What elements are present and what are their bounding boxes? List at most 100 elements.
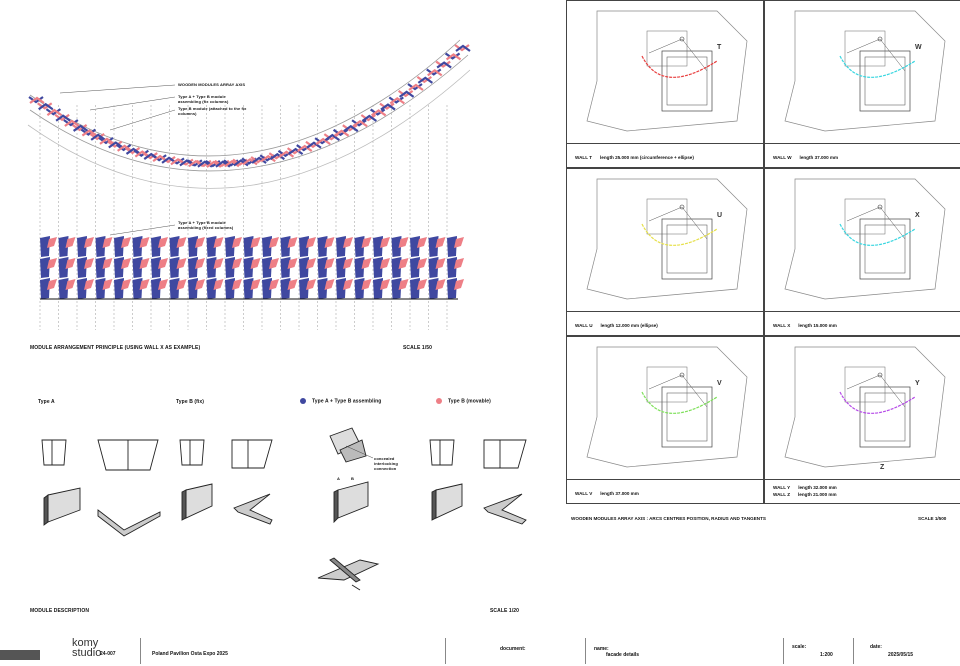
elevation-module-pink: [435, 237, 446, 248]
elevation-module-pink: [269, 279, 279, 290]
elevation-module-pink: [158, 279, 168, 290]
elevation-module-blue: [373, 278, 383, 299]
elevation-module-blue: [299, 236, 309, 257]
wall-length: length 21.000 mm: [798, 492, 837, 497]
elevation-module-blue: [280, 236, 291, 257]
elevation-module-blue: [299, 257, 309, 278]
callout-b-attached: Type B module (attached to the fix colum…: [178, 106, 247, 116]
elevation-module-blue: [225, 257, 235, 278]
elevation-module-blue: [280, 257, 291, 278]
array-module: [397, 89, 415, 98]
elevation-module-blue: [428, 278, 439, 299]
elevation-module-pink: [232, 279, 242, 290]
elevation-module-blue: [317, 236, 328, 257]
radius-line: [648, 206, 683, 222]
elevation-module-pink: [84, 279, 94, 290]
elevation-module-pink: [195, 258, 205, 269]
elevation-module-pink: [102, 237, 113, 248]
elevation-module-pink: [176, 258, 187, 269]
elevation-module-blue: [151, 257, 161, 278]
project-number: 24-007: [100, 651, 116, 657]
logo-line2: studio: [72, 647, 102, 659]
elevation-module-blue: [299, 278, 309, 299]
type-bm-text: Type B (movable): [448, 398, 491, 405]
array-module: [45, 108, 63, 117]
elevation-module-pink: [287, 237, 298, 248]
wall-plan: V: [586, 346, 748, 468]
arrangement-scale: SCALE 1/50: [403, 345, 433, 351]
blue-dot-icon: [300, 398, 306, 404]
divider: [585, 638, 586, 664]
wall-caption: WALL W length 37.000 mm: [773, 155, 838, 160]
elevation-module-blue: [169, 278, 180, 299]
wall-length: length 37.000 mm: [600, 491, 639, 496]
description-title: MODULE DESCRIPTION: [30, 608, 90, 614]
elevation-module-pink: [361, 258, 372, 269]
elevation-module-pink: [47, 258, 57, 269]
elevation-module-blue: [188, 278, 198, 299]
panel-divider: [765, 311, 960, 312]
module-drawings: [41, 427, 527, 591]
module-zone: [646, 198, 688, 235]
elevation-module-pink: [250, 258, 261, 269]
radius-line: [648, 374, 683, 390]
elevation-module-blue: [410, 257, 420, 278]
array-module: [351, 119, 368, 128]
elevation-module-pink: [417, 258, 427, 269]
logo-line1: komy: [72, 637, 99, 649]
elevation-module-blue: [354, 236, 365, 257]
elevation-module-blue: [336, 278, 346, 299]
arc-centre: [877, 36, 883, 42]
interlock-annotation: concealed interlocking connection: [374, 456, 398, 471]
elevation-module-blue: [95, 278, 106, 299]
elevation-module-pink: [102, 258, 113, 269]
radius-line: [879, 374, 906, 408]
panel-divider: [765, 479, 960, 480]
elevation-module-blue: [262, 278, 272, 299]
elevation-module-pink: [454, 237, 464, 248]
wall-arc: [839, 55, 916, 78]
elevation-module-blue: [58, 257, 69, 278]
wall-name: WALL V: [575, 491, 593, 496]
radius-line: [846, 38, 881, 54]
date-value: 2025/05/15: [888, 652, 914, 658]
elevation-module-blue: [373, 236, 383, 257]
wall-arc: [839, 223, 916, 246]
elevation-module-pink: [47, 279, 57, 290]
elevation-module-blue: [206, 257, 217, 278]
elevation-module-blue: [262, 257, 272, 278]
wall-name: WALL W: [773, 155, 792, 160]
elevation-module-blue: [428, 257, 439, 278]
elevation-module-blue: [373, 257, 383, 278]
callout-ab-fix: Type A + Type B module assembling (fix c…: [178, 94, 229, 104]
elevation-module-blue: [206, 236, 217, 257]
elevation-module-pink: [65, 258, 76, 269]
array-module: [426, 68, 443, 77]
elevation-module-blue: [243, 257, 254, 278]
elevation-module-blue: [447, 257, 457, 278]
description-scale: SCALE 1/20: [490, 608, 520, 614]
elevation-module-pink: [454, 258, 464, 269]
elevation-module-pink: [380, 237, 390, 248]
wall-length: length 25.000 mm (circumference + ellips…: [600, 155, 694, 160]
elevation-module-pink: [454, 279, 464, 290]
elevation-module-blue: [169, 236, 180, 257]
wall-name: WALL U: [575, 323, 593, 328]
array-module: [37, 102, 54, 111]
wall-plan: X: [784, 178, 946, 300]
elevation-module-blue: [206, 278, 217, 299]
module-zone: [646, 30, 688, 67]
elevation-module-pink: [213, 279, 224, 290]
divider: [140, 638, 141, 664]
wall-arc: [641, 55, 718, 78]
elevation-module-pink: [158, 237, 168, 248]
wall-name: WALL X: [773, 323, 791, 328]
elevation-module-pink: [158, 258, 168, 269]
elevation-module-pink: [398, 237, 409, 248]
wall-length: length 37.000 mm: [799, 155, 839, 160]
elevation-module-pink: [269, 237, 279, 248]
